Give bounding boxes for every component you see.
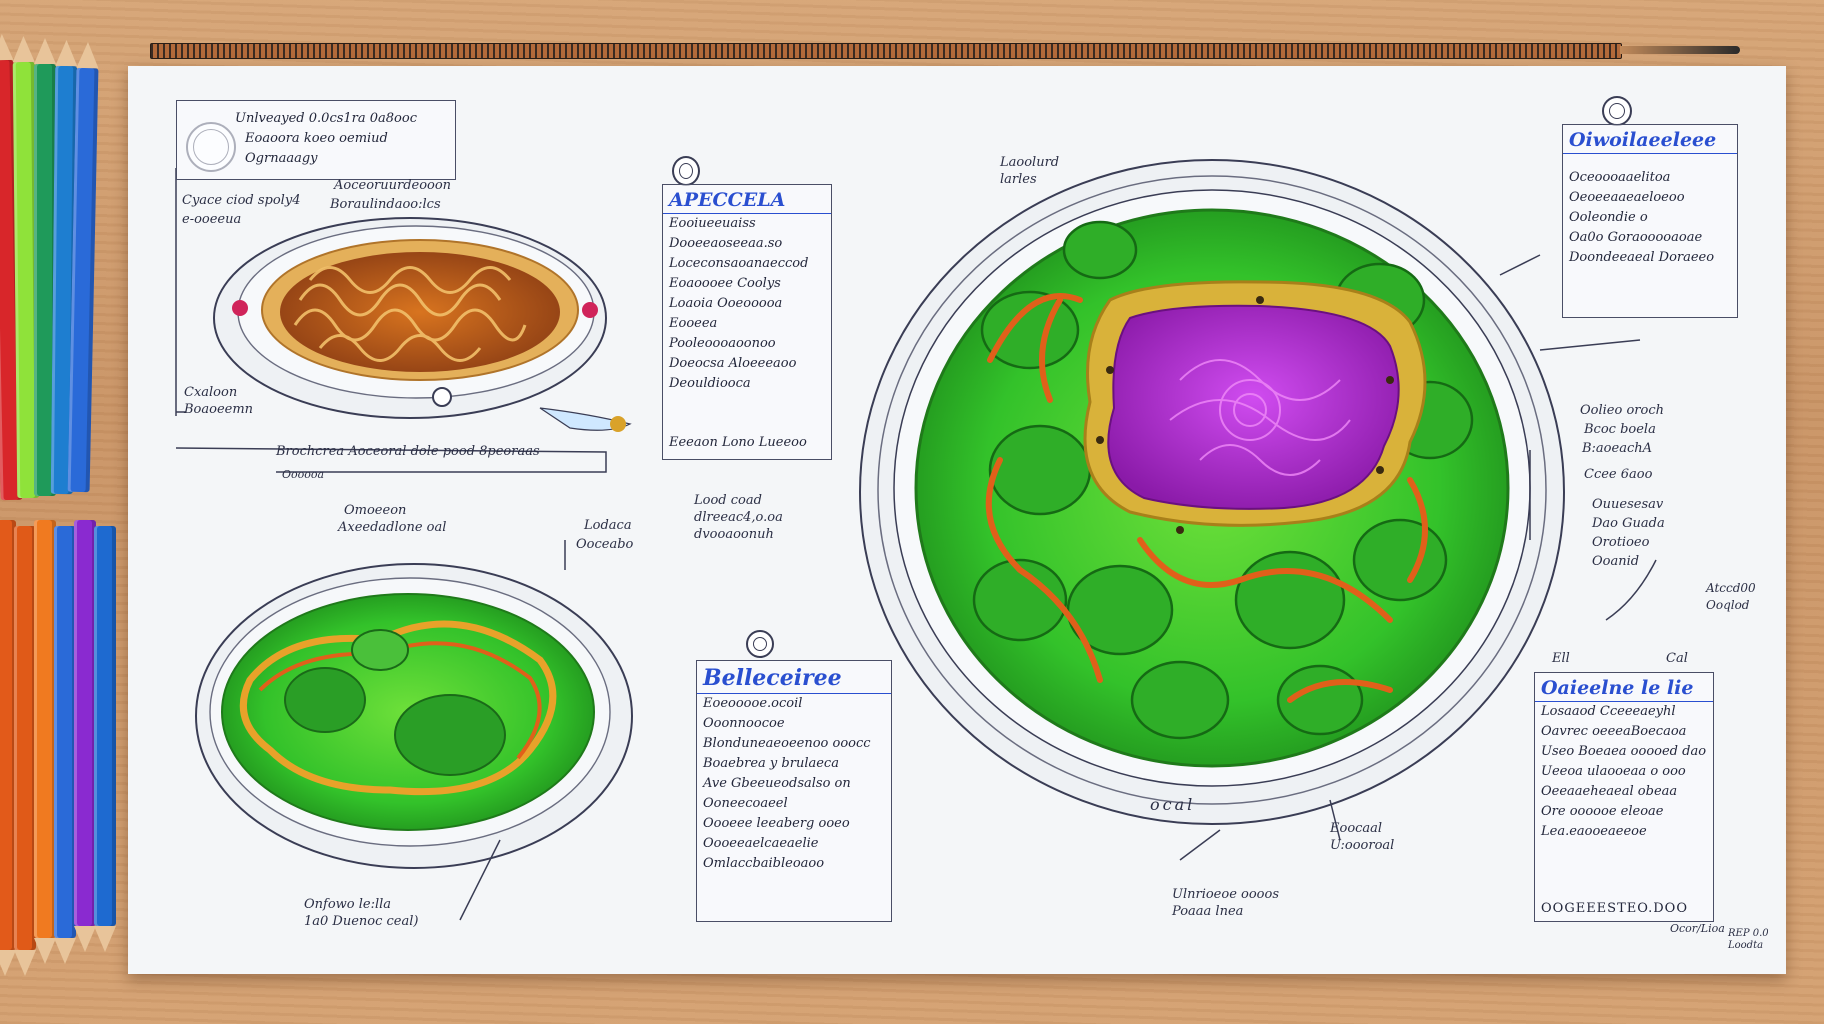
box-heading: Oaieelne le lie (1535, 673, 1713, 702)
caption: Brochcrea Aoceoral dole pood 8peoraas (276, 444, 540, 459)
label: Aoceoruurdeooon (334, 178, 452, 193)
box-line: Oceoooaaelitoa (1569, 170, 1671, 185)
box-line: Dooeeaoseeaa.so (669, 236, 783, 251)
box-footer: Eeeaon Lono Lueeoo (669, 435, 807, 450)
caption: Oooooa (282, 468, 325, 481)
colored-pencil (0, 520, 16, 976)
label: Ccee 6aoo (1584, 467, 1653, 482)
label: Bcoc boela (1584, 422, 1656, 437)
box-line: Oa0o Goraooooaoae (1569, 230, 1703, 245)
label: Cyace ciod spoly4 (182, 193, 301, 208)
label: Cxaloon Boaoeemn (184, 385, 254, 417)
box-line: Eoaoooee Coolys (669, 276, 781, 291)
label: Lood coad dlreeac4,o.oa dvooaoonuh (694, 493, 783, 542)
organelle-icon (746, 630, 774, 658)
label: Atccd00 Ooqlod (1706, 581, 1756, 612)
box-heading: Belleceiree (697, 661, 891, 694)
box-line: Useo Boeaea ooooed dao (1541, 744, 1707, 759)
box-line: Doeocsa Aloeeeaoo (669, 356, 797, 371)
pen (1620, 46, 1740, 54)
chloroplast-drawing (195, 540, 633, 921)
caption: Onfowo le:lla 1a0 Duenoc ceal) (304, 897, 419, 929)
box-heading: Oiwoilaeeleee (1563, 125, 1737, 154)
caption: Ulnrioeoe oooos Poaaa lnea (1172, 887, 1280, 919)
box-line: Oeeaaeheaeal obeaa (1541, 784, 1678, 799)
box-line: Ooonnoocoe (703, 716, 785, 731)
box-line: Ueeoa ulaooeaa o ooo (1541, 764, 1686, 779)
box-line: Oooeee leeaberg ooeo (703, 816, 850, 831)
note-line: Eoaoora koeo oemiud (245, 131, 388, 146)
box-line: Oavrec oeeeaBoecaoa (1541, 724, 1687, 739)
box-line: Ooneecoaeel (703, 796, 788, 811)
box-line: Eoeooooe.ocoil (703, 696, 803, 711)
box-line: Omlaccbaibleoaoo (703, 856, 825, 871)
box-line: Loceconsaoanaeccod (669, 256, 809, 271)
colored-pencil (14, 526, 36, 976)
label: Oolieo oroch (1580, 403, 1664, 418)
box-line: Oeoeeaaeaeloeoo (1569, 190, 1685, 205)
box-line: Pooleoooaoonoo (669, 336, 776, 351)
label: REP 0.0 Loodta (1728, 928, 1769, 951)
colored-pencil (94, 526, 116, 952)
label: B:aoeachA (1582, 441, 1652, 456)
box-line: Ooleondie o (1569, 210, 1648, 225)
box-line: Boaebrea y brulaeca (703, 756, 839, 771)
box-line: Ave Gbeeueodsalso on (703, 776, 851, 791)
organelle-icon (1602, 96, 1632, 126)
label: Ouuesesav (1592, 497, 1664, 512)
box-footer: OOGEEESTEO.DOO (1541, 901, 1689, 916)
label: Dao Guada (1592, 516, 1665, 531)
mitochondrion-drawing (175, 168, 632, 473)
label: Ocor/Lioa (1670, 922, 1725, 935)
box-line: Eooiueeuaiss (669, 216, 756, 231)
label: Omoeeon (344, 503, 407, 518)
label: Laoolurd larles (1000, 155, 1060, 187)
box-line: Eooeea (669, 316, 718, 331)
plant-cell-drawing (859, 159, 1657, 861)
label: Lodaca (584, 518, 632, 533)
box-line: Lea.eaooeaeeoe (1541, 824, 1647, 839)
note-line: Ogrnaaagy (245, 151, 318, 166)
box-line: Deouldiooca (669, 376, 751, 391)
organelle-icon (672, 156, 700, 186)
box-line: Ore oooooe eleoae (1541, 804, 1664, 819)
label: Ell (1552, 651, 1570, 666)
ring-label: ocal (1150, 795, 1196, 814)
colored-pencil (74, 520, 96, 952)
colored-pencil (54, 526, 76, 964)
box-line: Oooeeaelcaeaelie (703, 836, 819, 851)
box-line: Loaoia Ooeooooa (669, 296, 783, 311)
label: Ooceabo (576, 537, 634, 552)
colored-pencil (34, 38, 56, 496)
label: Ooanid (1592, 554, 1640, 569)
label: Axeedadlone oal (338, 520, 447, 535)
label: Eoocaal U:oooroal (1330, 821, 1395, 853)
box-heading: APECCELA (663, 185, 831, 214)
note-line: Unlveayed 0.0cs1ra 0a8ooc (235, 111, 417, 126)
label: Orotioeo (1592, 535, 1650, 550)
label: e-ooeeua (182, 212, 242, 227)
box-line: Doondeeaeal Doraeeo (1569, 250, 1715, 265)
colored-pencil (34, 520, 56, 964)
label: Boraulindaoo:lcs (330, 197, 441, 212)
box-line: Losaaod Cceeeaeyhl (1541, 704, 1676, 719)
box-line: Blonduneaeoeenoo ooocc (703, 736, 871, 751)
label: Cal (1666, 651, 1688, 666)
top-left-note-box: Unlveayed 0.0cs1ra 0a8ooc Eoaoora koeo o… (176, 100, 456, 180)
